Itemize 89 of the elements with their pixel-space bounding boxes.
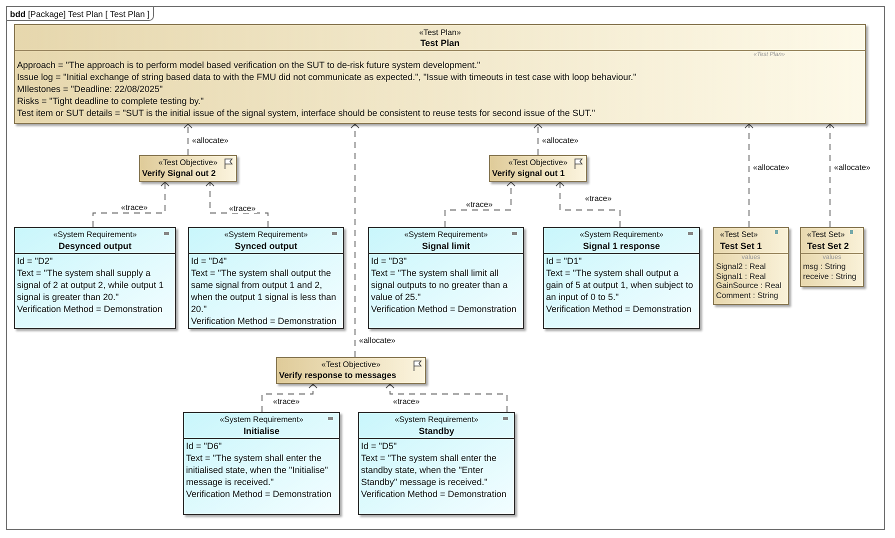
stereotype-label: «System Requirement»: [394, 414, 478, 425]
attribute-line: Comment : String: [716, 290, 780, 300]
element-name: Verify Signal out 2: [142, 168, 217, 179]
edge-label: «allocate»: [541, 136, 580, 145]
stereotype-label: «System Requirement»: [580, 229, 664, 240]
element-name: Signal 1 response: [582, 240, 660, 252]
property-line: Text = "The system shall output a gain of 5 at output 1, when subject to an input of 0 to 5.": [546, 267, 694, 303]
property-line: Id = "D2": [17, 255, 54, 267]
requirement-block: [183, 412, 340, 515]
attribute-line: GainSource : Real: [716, 281, 782, 290]
dependency-arrow: [744, 124, 754, 228]
element-name: Test Plan: [420, 38, 460, 49]
property-line: Verification Method = Demonstration: [361, 488, 508, 500]
property-line: Verification Method = Demonstration: [17, 303, 164, 315]
element-name: Verify signal out 1: [492, 168, 566, 179]
dependency-arrow: [206, 182, 268, 228]
dependency-arrow: [92, 182, 170, 228]
stereotype-label: «System Requirement»: [53, 229, 137, 240]
property-line: Verification Method = Demonstration: [546, 303, 692, 315]
requirement-block: [358, 412, 515, 515]
dependency-arrow: [534, 124, 542, 156]
edge-label: «trace»: [392, 397, 421, 406]
edge-label: «allocate»: [833, 163, 872, 172]
property-line: Id = "D6": [186, 440, 223, 452]
edge-label: «trace»: [120, 203, 149, 212]
edge-label: «trace»: [272, 397, 301, 406]
element-name: Synced output: [234, 240, 298, 252]
test-objective-block: [489, 155, 587, 182]
element-name: Test Set 2: [807, 240, 849, 252]
dependency-arrow: [262, 384, 318, 412]
dependency-arrow: [826, 124, 834, 228]
diagram-frame: [6, 6, 885, 530]
property-line: Id = "D5": [361, 440, 398, 452]
test-objective-block: [139, 155, 237, 182]
property-line: Text = "The system shall output the same signal from output 1 and 2, when the output 1 signal is less than 20.": [191, 267, 338, 315]
dependency-arrow: [556, 182, 620, 228]
stereotype-label: «System Requirement»: [220, 414, 304, 425]
dependency-arrow: [184, 124, 192, 156]
attribute-line: Signal1 : Real: [716, 272, 767, 281]
attribute-line: receive : String: [803, 272, 858, 281]
dependency-arrow: [350, 124, 360, 358]
property-line: Verification Method = Demonstration: [191, 315, 338, 327]
edge-label: «trace»: [584, 194, 613, 203]
stereotype-label: «System Requirement»: [404, 229, 488, 240]
edge-label: «allocate»: [191, 136, 230, 145]
stereotype-label: «Test Objective»: [158, 157, 218, 168]
property-line: Id = "D1": [546, 255, 583, 267]
frame-title: bdd [Package] Test Plan [ Test Plan ]: [10, 8, 150, 18]
property-line: Text = "The system shall enter the standby state, when the "Enter Standby" message is received.": [361, 452, 498, 488]
test-objective-block: [276, 357, 426, 384]
attribute-line: Signal2 : Real: [716, 262, 767, 272]
element-name: Initialise: [243, 425, 280, 437]
property-line: Id = "D4": [191, 255, 228, 267]
edge-label: «allocate»: [752, 163, 790, 172]
property-line: Verification Method = Demonstration: [186, 488, 332, 500]
requirement-block: [543, 227, 700, 329]
property-line: Issue log = "Initial exchange of string based data to with the FMU did not communicate as expected.", "Issue with timeouts in test case with loop behaviour.": [17, 71, 638, 83]
property-line: Test item or SUT details = "SUT is the initial issue of the signal system, interface should be consistent to reuse tests for second issue of the SUT.": [17, 107, 596, 119]
requirement-block: [368, 227, 524, 329]
test-set-block: [713, 227, 789, 305]
edge-label: «trace»: [465, 200, 494, 209]
stereotype-label: «Test Objective»: [321, 359, 381, 370]
edge-label: «trace»: [228, 204, 257, 213]
element-name: Desynced output: [58, 240, 132, 252]
stereotype-label: «System Requirement»: [224, 229, 308, 240]
test-plan-block: [14, 24, 866, 124]
requirement-block: [14, 227, 176, 329]
edge-label: «allocate»: [358, 336, 396, 345]
stereotype-label: «Test Set»: [720, 229, 758, 240]
stereotype-label: «Test Plan»: [419, 27, 461, 38]
element-name: Signal limit: [422, 240, 470, 252]
element-name: Standby: [418, 425, 454, 437]
element-name: Verify response to messages: [279, 370, 398, 381]
property-line: Approach = "The approach is to perform model based verification on the SUT to de-risk future system development.": [17, 59, 482, 71]
property-line: Id = "D3": [371, 255, 408, 267]
property-line: Text = "The system shall limit all signal outputs to no greater than a value of 25.": [371, 267, 509, 303]
dependency-arrow: [444, 182, 516, 228]
attribute-line: msg : String: [803, 262, 847, 272]
property-line: Text = "The system shall enter the initialised state, when the "Initialise" message is received.": [186, 452, 329, 488]
property-line: MIlestones = "Deadline: 22/08/2025": [17, 83, 164, 95]
requirement-block: [188, 227, 344, 329]
property-line: Risks = "Tight deadline to complete testing by.": [17, 95, 205, 107]
stereotype-label: «Test Objective»: [508, 157, 568, 168]
stereotype-label: «Test Set»: [807, 229, 845, 240]
property-line: Verification Method = Demonstration: [371, 303, 518, 315]
element-name: Test Set 1: [720, 240, 762, 252]
test-set-block: [800, 227, 864, 287]
property-line: Text = "The system shall supply a signal of 2 at output 2, while output 1 signal is greater than 20.": [17, 267, 165, 303]
dependency-arrow: [386, 384, 508, 412]
